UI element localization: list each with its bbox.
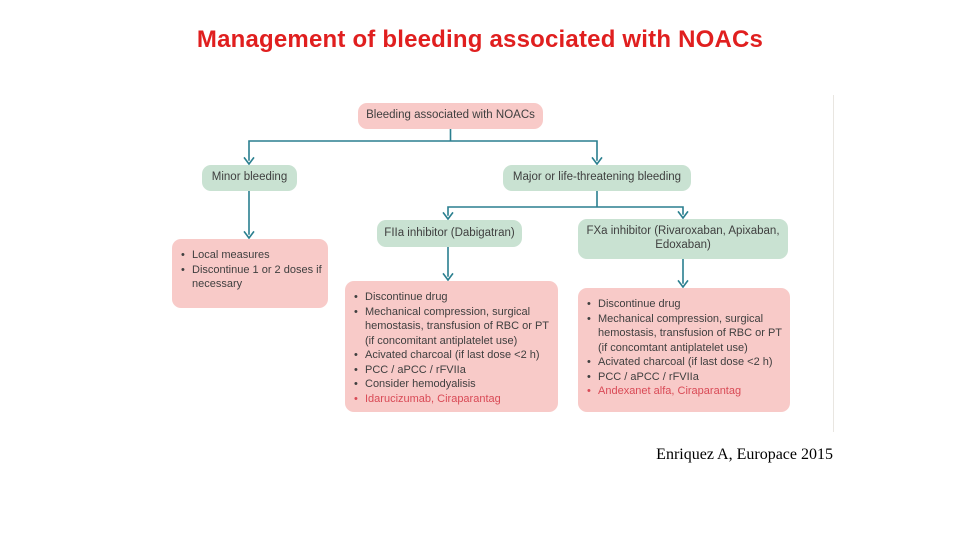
list-item: Discontinue drug bbox=[586, 297, 784, 312]
arrow-down-icon bbox=[591, 156, 603, 166]
flowchart-node-major-bleeding: Major or life-threatening bleeding bbox=[503, 165, 691, 191]
list-item: Discontinue 1 or 2 doses if necessary bbox=[180, 263, 322, 292]
minor-bleeding-actions-box: Local measures Discontinue 1 or 2 doses … bbox=[172, 239, 328, 308]
page-title: Management of bleeding associated with N… bbox=[196, 26, 764, 53]
list-item: Acivated charcoal (if last dose <2 h) bbox=[353, 348, 552, 363]
action-list: Discontinue drug Mechanical compression,… bbox=[353, 290, 552, 406]
fiia-inhibitor-actions-box: Discontinue drug Mechanical compression,… bbox=[345, 281, 558, 412]
node-label: Bleeding associated with NOACs bbox=[366, 109, 535, 122]
node-label: FIIa inhibitor (Dabigatran) bbox=[384, 226, 515, 239]
list-item: Mechanical compression, surgical hemosta… bbox=[353, 305, 552, 349]
arrow-down-icon bbox=[442, 272, 454, 282]
list-item: Consider hemodyalisis bbox=[353, 377, 552, 392]
flowchart-node-minor-bleeding: Minor bleeding bbox=[202, 165, 297, 191]
list-item: PCC / aPCC / rFVIIa bbox=[353, 363, 552, 378]
arrow-down-icon bbox=[243, 230, 255, 240]
citation-text: Enriquez A, Europace 2015 bbox=[656, 446, 833, 463]
list-item: PCC / aPCC / rFVIIa bbox=[586, 370, 784, 385]
fxa-inhibitor-actions-box: Discontinue drug Mechanical compression,… bbox=[578, 288, 790, 412]
list-item: Mechanical compression, surgical hemosta… bbox=[586, 312, 784, 356]
flowchart-node-bleeding-noacs: Bleeding associated with NOACs bbox=[358, 103, 543, 129]
list-item: Acivated charcoal (if last dose <2 h) bbox=[586, 355, 784, 370]
arrow-down-icon bbox=[442, 211, 454, 221]
action-list: Discontinue drug Mechanical compression,… bbox=[586, 297, 784, 399]
list-item: Local measures bbox=[180, 248, 322, 263]
arrow-down-icon bbox=[243, 156, 255, 166]
flowchart-node-fiia-inhibitor: FIIa inhibitor (Dabigatran) bbox=[377, 220, 522, 247]
action-list: Local measures Discontinue 1 or 2 doses … bbox=[180, 248, 322, 292]
arrow-down-icon bbox=[677, 279, 689, 289]
node-label: FXa inhibitor (Rivaroxaban, Apixaban, Ed… bbox=[586, 225, 780, 251]
list-item-reversal-agents: Idarucizumab, Ciraparantag bbox=[353, 392, 552, 407]
list-item: Discontinue drug bbox=[353, 290, 552, 305]
list-item-reversal-agents: Andexanet alfa, Ciraparantag bbox=[586, 384, 784, 399]
node-label: Minor bleeding bbox=[211, 171, 288, 184]
flowchart-image-edge bbox=[833, 95, 834, 432]
flowchart-node-fxa-inhibitor: FXa inhibitor (Rivaroxaban, Apixaban, Ed… bbox=[578, 219, 788, 259]
arrow-down-icon bbox=[677, 210, 689, 220]
node-label: Major or life-threatening bleeding bbox=[512, 171, 682, 184]
